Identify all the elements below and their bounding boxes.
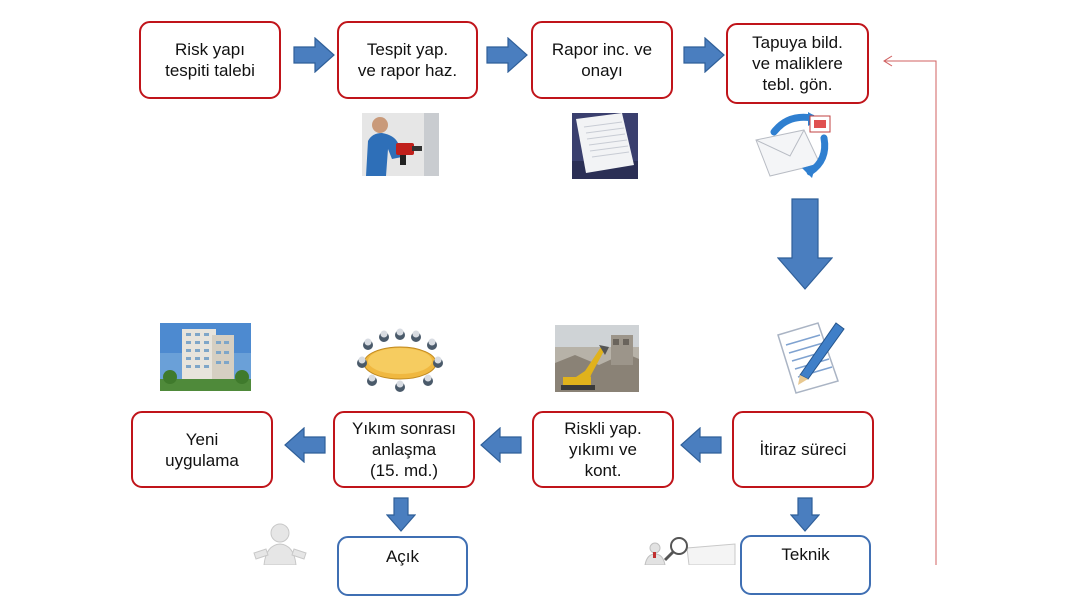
arrow-left-icon xyxy=(284,427,326,463)
box-line: Yeni xyxy=(185,429,219,449)
step-objection-process: İtiraz süreci xyxy=(732,411,874,488)
box-line: Riskli yap. xyxy=(564,419,642,438)
box-line: yıkımı ve xyxy=(568,440,637,459)
step-risk-request: Risk yapı tespiti talebi xyxy=(139,21,281,99)
box-line: Yıkım sonrası xyxy=(352,419,456,438)
box-line: uygulama xyxy=(165,450,239,470)
box-line: tebl. gön. xyxy=(762,75,833,94)
arrow-right-icon xyxy=(486,37,528,73)
person-3d-icon xyxy=(252,523,308,565)
box-line: ve maliklere xyxy=(752,54,843,73)
box-line: Açık xyxy=(385,547,420,566)
box-line: Tapuya bild. xyxy=(752,33,843,52)
box-line: ve rapor haz. xyxy=(357,61,458,80)
step-report-approval: Rapor inc. ve onayı xyxy=(531,21,673,99)
arrow-down-icon xyxy=(386,497,416,532)
step-title-notification: Tapuya bild. ve maliklere tebl. gön. xyxy=(726,23,869,104)
arrow-down-icon xyxy=(790,497,820,532)
step-technical-partial: Teknik xyxy=(740,535,871,595)
box-line: tespiti talebi xyxy=(165,61,255,80)
step-open-partial: Açık xyxy=(337,536,468,596)
step-inspection-report: Tespit yap. ve rapor haz. xyxy=(337,21,478,99)
arrow-right-icon xyxy=(683,37,725,73)
arrow-left-icon xyxy=(680,427,722,463)
new-building-icon xyxy=(160,323,251,391)
document-report-icon xyxy=(572,113,638,179)
box-line: İtiraz süreci xyxy=(759,440,847,459)
box-line: Risk yapı xyxy=(175,40,245,59)
meeting-table-icon xyxy=(352,323,448,395)
arrow-down-icon xyxy=(777,198,833,290)
box-line: kont. xyxy=(584,461,622,480)
return-connector-line xyxy=(883,55,937,565)
box-line: anlaşma xyxy=(371,440,437,459)
worker-drilling-icon xyxy=(362,113,439,176)
arrow-left-icon xyxy=(480,427,522,463)
step-demolition-control: Riskli yap. yıkımı ve kont. xyxy=(532,411,674,488)
box-line: Teknik xyxy=(781,545,830,564)
step-post-demolition-agreement: Yıkım sonrası anlaşma (15. md.) xyxy=(333,411,475,488)
magnifier-figure-icon xyxy=(639,534,737,565)
notepad-pencil-icon xyxy=(772,317,848,397)
box-line: Rapor inc. ve xyxy=(551,40,653,59)
demolition-excavator-icon xyxy=(555,325,639,392)
box-line: onayı xyxy=(581,61,623,80)
box-line: (15. md.) xyxy=(369,461,438,480)
box-line: Tespit yap. xyxy=(366,40,449,59)
arrow-right-icon xyxy=(293,37,335,73)
mail-refresh-icon xyxy=(748,112,840,182)
